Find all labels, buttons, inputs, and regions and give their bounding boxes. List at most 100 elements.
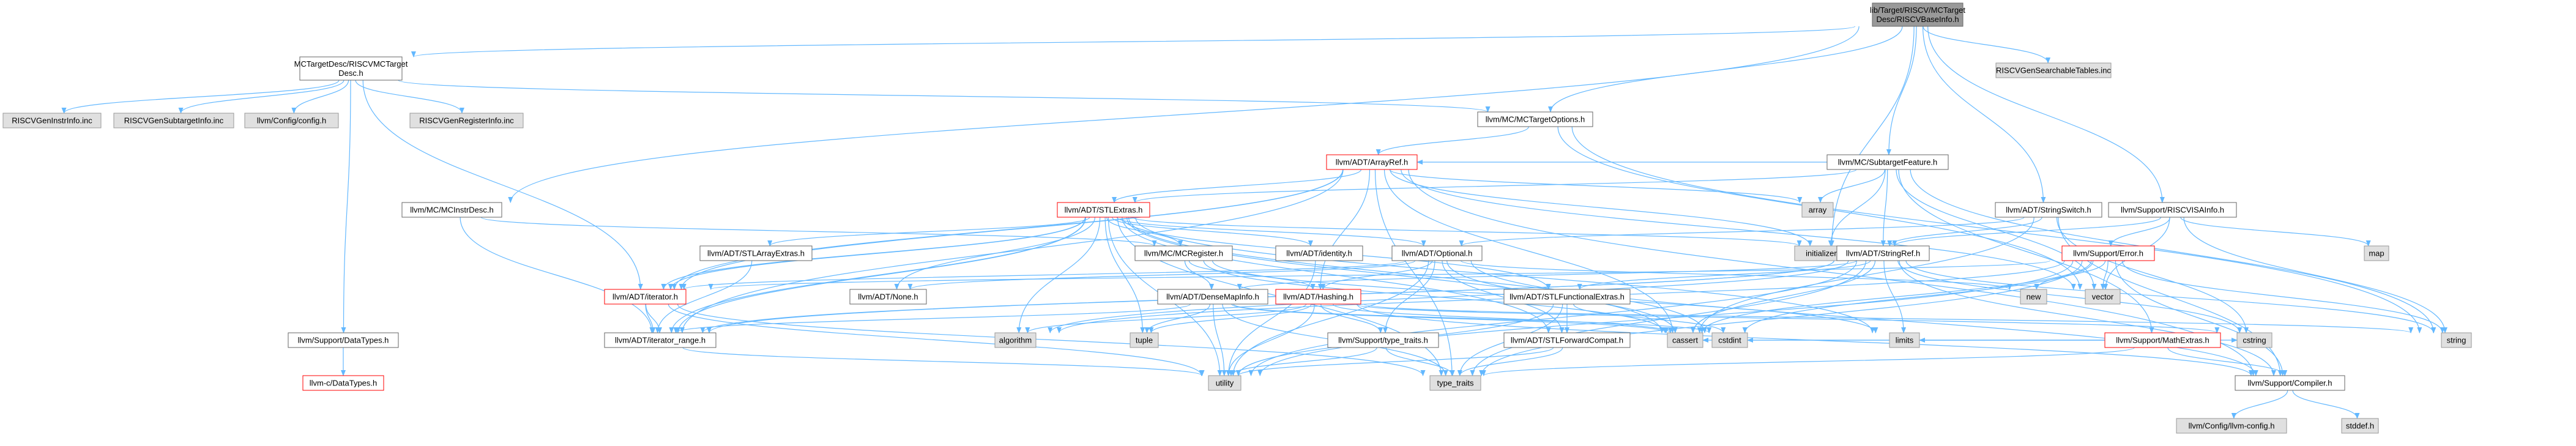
- node-box: [1429, 375, 1481, 391]
- node-mathextras[interactable]: llvm/Support/MathExtras.h: [2104, 332, 2221, 348]
- node-label: limits: [1896, 336, 1914, 345]
- node-cstdint[interactable]: cstdint: [1711, 332, 1748, 348]
- node-arrayref[interactable]: llvm/ADT/ArrayRef.h: [1326, 154, 1418, 170]
- node-label: vector: [2092, 292, 2114, 302]
- edge-error-to-utility: [1257, 260, 2074, 376]
- node-label: llvm/ADT/StringRef.h: [1846, 249, 1920, 258]
- node-root[interactable]: lib/Target/RISCV/MCTargetDesc/RISCVBaseI…: [1870, 2, 1965, 27]
- node-limits[interactable]: limits: [1889, 332, 1920, 348]
- node-box: [1057, 202, 1150, 218]
- node-box: [2364, 245, 2389, 261]
- node-box: [1477, 111, 1593, 127]
- node-label: MCTargetDesc/RISCVMCTarget: [294, 59, 408, 69]
- node-densemapinfo[interactable]: llvm/ADT/DenseMapInfo.h: [1157, 289, 1268, 305]
- node-gensearchable[interactable]: RISCVGenSearchableTables.inc: [1995, 62, 2112, 78]
- edge-mctargetdesc-to-geninstrinfo: [61, 80, 340, 114]
- edge-mctargetdesc-to-gensubtarget: [178, 80, 344, 114]
- node-string[interactable]: string: [2441, 332, 2472, 348]
- edge-arrayref-to-cassert: [1383, 169, 1675, 333]
- node-label: utility: [1216, 379, 1234, 388]
- edge-hashing-to-typetraitsllvm: [1320, 303, 1383, 333]
- edge-mctargetdesc-to-configh: [291, 80, 349, 114]
- edge-stlarrayextras-to-cstddef: [655, 260, 753, 333]
- node-error[interactable]: llvm/Support/Error.h: [2061, 245, 2155, 261]
- node-vector[interactable]: vector: [2085, 289, 2121, 305]
- node-iterator[interactable]: llvm/ADT/iterator.h: [604, 289, 687, 305]
- node-array[interactable]: array: [1801, 202, 1834, 218]
- node-geninstrinfo[interactable]: RISCVGenInstrInfo.inc: [2, 113, 102, 128]
- edge-mcinstrdesc-to-mcregister: [480, 217, 1157, 247]
- node-optional[interactable]: llvm/ADT/Optional.h: [1391, 245, 1483, 261]
- node-label: RISCVGenInstrInfo.inc: [12, 116, 92, 125]
- node-stlfunctionalextras[interactable]: llvm/ADT/STLFunctionalExtras.h: [1503, 289, 1631, 305]
- node-box: [994, 332, 1037, 348]
- node-label: llvm/ADT/STLFunctionalExtras.h: [1509, 292, 1625, 302]
- edge-stlextras-to-limits: [1135, 217, 1875, 333]
- edge-iteratorrange-to-utility: [682, 347, 1205, 376]
- node-datatypes[interactable]: llvm/Support/DataTypes.h: [288, 332, 399, 348]
- node-box: [1889, 332, 1920, 348]
- node-compiler[interactable]: llvm/Support/Compiler.h: [2235, 375, 2345, 391]
- edge-root-to-mcinstrdesc: [508, 26, 1859, 203]
- edges-layer: [61, 26, 2448, 419]
- edge-subtargetfeature-to-stringref: [1880, 169, 1888, 247]
- node-tuple[interactable]: tuple: [1130, 332, 1159, 348]
- node-subtargetfeature[interactable]: llvm/MC/SubtargetFeature.h: [1826, 154, 1949, 170]
- node-box: [1391, 245, 1483, 261]
- node-box: [244, 113, 339, 128]
- node-label: Desc/RISCVBaseInfo.h: [1876, 15, 1959, 24]
- edge-stlforwardcompat-to-utility: [1236, 347, 1554, 376]
- node-iteratorrange[interactable]: llvm/ADT/iterator_range.h: [604, 332, 717, 348]
- node-configh[interactable]: llvm/Config/config.h: [244, 113, 339, 128]
- node-typetraitsllvm[interactable]: llvm/Support/type_traits.h: [1327, 332, 1439, 348]
- edge-error-to-string: [2121, 260, 2445, 333]
- edge-stlextras-to-initlist: [1132, 217, 1802, 247]
- edge-stringref-to-string: [1905, 260, 2436, 333]
- node-cstring[interactable]: cstring: [2236, 332, 2273, 348]
- nodes-layer: lib/Target/RISCV/MCTargetDesc/RISCVBaseI…: [2, 2, 2472, 434]
- node-utility[interactable]: utility: [1208, 375, 1241, 391]
- node-algorithm[interactable]: algorithm: [994, 332, 1037, 348]
- node-stlarrayextras[interactable]: llvm/ADT/STLArrayExtras.h: [699, 245, 813, 261]
- node-llvmconfig[interactable]: llvm/Config/llvm-config.h: [2176, 418, 2287, 434]
- node-mcregister[interactable]: llvm/MC/MCRegister.h: [1134, 245, 1233, 261]
- node-riscvisainfo[interactable]: llvm/Support/RISCVISAInfo.h: [2108, 202, 2237, 218]
- node-genregister[interactable]: RISCVGenRegisterInfo.inc: [409, 113, 524, 128]
- edge-optional-to-typetraitsllvm: [1383, 260, 1435, 333]
- edge-densemapinfo-to-utility: [1213, 303, 1227, 376]
- edge-mathextras-to-typetraits: [1481, 347, 2135, 376]
- node-label: RISCVGenSearchableTables.inc: [1996, 66, 2111, 75]
- node-cdatatypes[interactable]: llvm-c/DataTypes.h: [302, 375, 384, 391]
- node-box: [2108, 202, 2237, 218]
- node-stringref[interactable]: llvm/ADT/StringRef.h: [1836, 245, 1930, 261]
- node-cassert[interactable]: cassert: [1667, 332, 1703, 348]
- edge-stlextras-to-stlforwardcompat: [1122, 217, 1551, 333]
- edge-iterator-to-cstddef: [645, 303, 656, 333]
- edge-hashing-to-string: [1363, 303, 2413, 333]
- node-mcinstrdesc[interactable]: llvm/MC/MCInstrDesc.h: [401, 202, 502, 218]
- node-box: [2441, 332, 2472, 348]
- edge-mctargetoptions-to-arrayref: [1375, 126, 1529, 155]
- node-stringswitch[interactable]: llvm/ADT/StringSwitch.h: [1995, 202, 2102, 218]
- edge-error-to-memory: [709, 260, 2050, 290]
- edge-stlfunctionalextras-to-cstdint: [1573, 303, 1726, 333]
- node-map[interactable]: map: [2364, 245, 2389, 261]
- node-new[interactable]: new: [2020, 289, 2047, 305]
- edge-subtargetfeature-to-array: [1818, 169, 1886, 203]
- node-typetraits[interactable]: type_traits: [1429, 375, 1481, 391]
- node-stlforwardcompat[interactable]: llvm/ADT/STLForwardCompat.h: [1503, 332, 1631, 348]
- node-box: [1995, 202, 2102, 218]
- node-stddef[interactable]: stddef.h: [2341, 418, 2379, 434]
- edge-arrayref-to-vector: [1401, 169, 2076, 290]
- node-hashing[interactable]: llvm/ADT/Hashing.h: [1275, 289, 1361, 305]
- edge-compiler-to-llvmconfig: [2231, 390, 2288, 419]
- node-identity[interactable]: llvm/ADT/identity.h: [1275, 245, 1363, 261]
- node-adtnone[interactable]: llvm/ADT/None.h: [849, 289, 927, 305]
- edge-subtargetfeature-to-initlist: [1828, 169, 1886, 247]
- node-gensubtarget[interactable]: RISCVGenSubtargetInfo.inc: [113, 113, 234, 128]
- node-stlextras[interactable]: llvm/ADT/STLExtras.h: [1057, 202, 1150, 218]
- node-mctargetoptions[interactable]: llvm/MC/MCTargetOptions.h: [1477, 111, 1593, 127]
- node-label: cstring: [2243, 336, 2266, 345]
